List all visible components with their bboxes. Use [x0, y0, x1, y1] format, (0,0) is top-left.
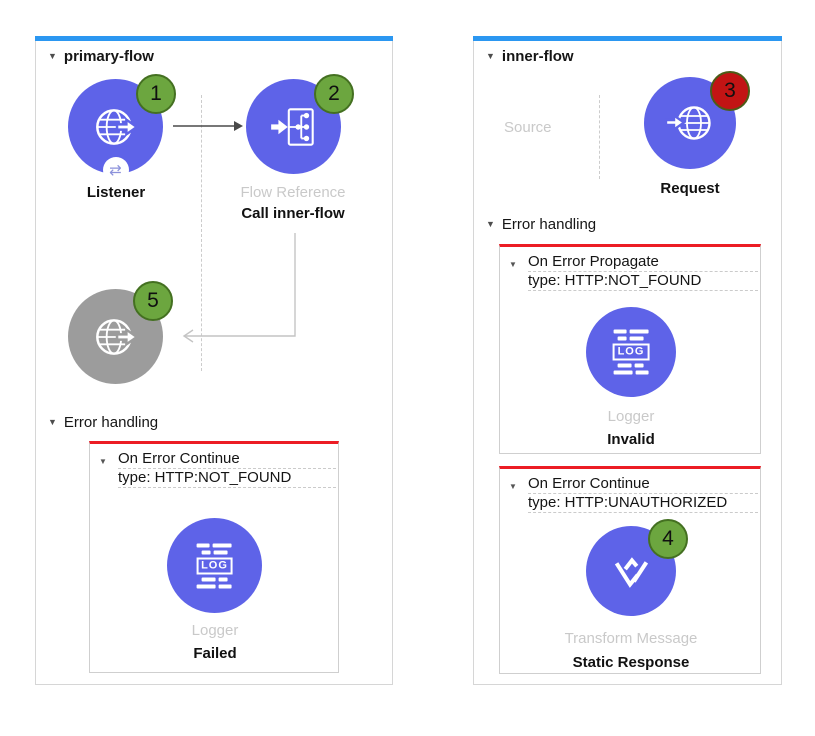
transform-type-label: Transform Message [564, 630, 698, 647]
logger-name-label: Failed [193, 645, 237, 662]
error-scope-header[interactable]: ▼ On Error Continue type: HTTP:UNAUTHORI… [500, 469, 760, 513]
error-handling-section: ▼ Error handling [486, 216, 596, 233]
error-handling-section: ▼ Error handling [48, 414, 158, 431]
logger-type-label: Logger [191, 622, 239, 639]
http-request-icon [664, 97, 716, 149]
collapse-triangle-icon[interactable]: ▼ [509, 482, 517, 491]
on-error-continue-scope: ▼ On Error Continue type: HTTP:UNAUTHORI… [499, 466, 761, 674]
error-scope-title: On Error Continue [528, 475, 758, 494]
loopback-connector [182, 233, 296, 343]
step-badge: 4 [648, 519, 688, 559]
logger-icon: LOG [196, 543, 233, 588]
error-handling-label: Error handling [501, 216, 597, 233]
http-request-node[interactable]: 3 [644, 71, 750, 169]
logger-name-label: Invalid [607, 431, 655, 448]
flow-container-primary: ▼ primary-flow ⇄ 1 Listener [35, 36, 393, 685]
logger-type-label: Logger [607, 408, 655, 425]
collapse-triangle-icon[interactable]: ▼ [486, 51, 495, 61]
http-listener-node[interactable]: ⇄ 1 [68, 74, 176, 183]
collapse-triangle-icon[interactable]: ▼ [509, 260, 517, 269]
message-flow-arrow [173, 121, 243, 131]
error-step-badge: 3 [710, 71, 750, 111]
error-scope-type: type: HTTP:NOT_FOUND [118, 469, 336, 488]
source-placeholder-label: Source [504, 119, 552, 136]
logger-icon: LOG [612, 329, 650, 375]
error-scope-title: On Error Propagate [528, 253, 758, 272]
error-scope-header[interactable]: ▼ On Error Continue type: HTTP:NOT_FOUND [90, 444, 338, 488]
step-badge: 2 [314, 74, 354, 114]
source-divider-line [599, 95, 600, 179]
on-error-propagate-scope: ▼ On Error Propagate type: HTTP:NOT_FOUN… [499, 244, 761, 454]
exchange-glyph: ⇄ [109, 161, 122, 179]
collapse-triangle-icon[interactable]: ▼ [99, 457, 107, 466]
flow-title-primary: ▼ primary-flow [48, 48, 154, 65]
http-listener-icon [89, 100, 143, 154]
flow-title-text: primary-flow [63, 48, 154, 65]
collapse-triangle-icon[interactable]: ▼ [48, 417, 57, 427]
error-scope-type: type: HTTP:NOT_FOUND [528, 272, 758, 291]
request-name-label: Request [660, 180, 720, 197]
error-scope-type: type: HTTP:UNAUTHORIZED [528, 494, 758, 513]
on-error-continue-scope: ▼ On Error Continue type: HTTP:NOT_FOUND… [89, 441, 339, 673]
http-listener-gray-icon [89, 310, 143, 364]
transform-name-label: Static Response [572, 654, 690, 671]
error-scope-header[interactable]: ▼ On Error Propagate type: HTTP:NOT_FOUN… [500, 247, 760, 291]
logger-node[interactable]: LOG [167, 518, 262, 613]
collapse-triangle-icon[interactable]: ▼ [486, 219, 495, 229]
error-handling-label: Error handling [63, 414, 159, 431]
step-badge: 5 [133, 281, 173, 321]
flow-reference-name-label: Call inner-flow [241, 205, 345, 222]
flow-selected-bar [473, 36, 782, 41]
flow-reference-icon [267, 100, 321, 154]
logger-node[interactable]: LOG [586, 307, 676, 397]
http-listener-disabled-node[interactable]: 5 [68, 281, 173, 384]
flow-title-inner: ▼ inner-flow [486, 48, 574, 65]
flow-selected-bar [35, 36, 393, 41]
drop-target-line [201, 95, 202, 371]
flow-title-text: inner-flow [501, 48, 574, 65]
flow-reference-node[interactable]: 2 [246, 74, 354, 174]
logger-icon-text: LOG [612, 343, 650, 361]
flow-reference-type-label: Flow Reference [240, 184, 346, 201]
error-scope-title: On Error Continue [118, 450, 336, 469]
logger-icon-text: LOG [196, 557, 233, 574]
flow-container-inner: ▼ inner-flow Source 3 Request ▼ Error hand… [473, 36, 782, 685]
exchange-indicator-icon: ⇄ [102, 157, 129, 183]
listener-name-label: Listener [86, 184, 146, 201]
collapse-triangle-icon[interactable]: ▼ [48, 51, 57, 61]
dataweave-icon [606, 546, 656, 596]
step-badge: 1 [136, 74, 176, 114]
transform-message-node[interactable]: 4 [586, 519, 688, 616]
